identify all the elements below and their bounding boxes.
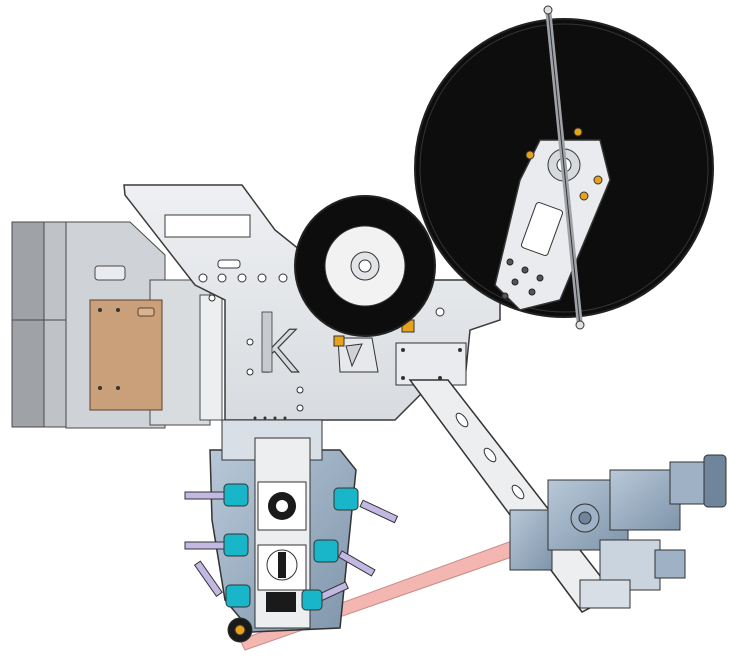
brand-logo: K — [257, 311, 300, 387]
dancer-arm — [494, 5, 611, 330]
knob-mid-left — [184, 533, 249, 557]
knob-bottom-right — [301, 581, 349, 611]
rewind-roll — [294, 195, 436, 337]
hub-pins — [525, 127, 603, 201]
knob-bottom-left — [193, 560, 251, 608]
adjust-knobs — [184, 483, 399, 611]
knob-top-left — [184, 483, 249, 507]
knob-mid-right — [313, 539, 376, 577]
applicator-head — [209, 419, 357, 643]
knob-top-right — [333, 487, 399, 524]
motor-assembly — [509, 454, 727, 609]
copper-plate — [89, 299, 163, 411]
